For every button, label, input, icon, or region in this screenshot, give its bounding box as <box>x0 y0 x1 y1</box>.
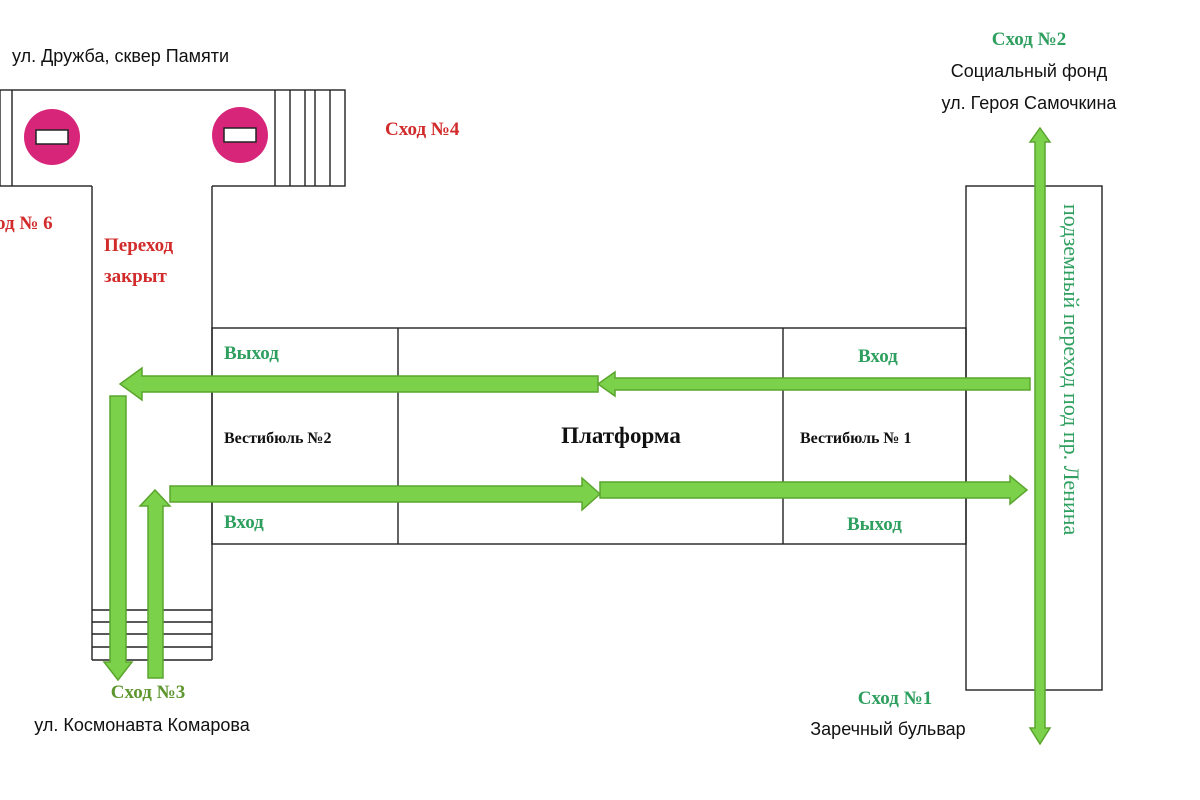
platform-label: Платформа <box>561 423 681 448</box>
exit-arrow-down <box>102 395 134 682</box>
exit-1-street: Заречный бульвар <box>810 719 965 739</box>
top-left-street: ул. Дружба, сквер Памяти <box>12 46 229 66</box>
no-entry-icon <box>212 107 268 163</box>
closed-passage-line2: закрыт <box>104 266 167 287</box>
underpass-label: подземный переход под пр. Ленина <box>1059 204 1084 536</box>
no-entry-icon <box>24 109 80 165</box>
underpass-arrow <box>1028 126 1052 746</box>
vestibule-1-name: Вестибюль № 1 <box>800 430 912 447</box>
vestibule-2-name: Вестибюль №2 <box>224 430 332 447</box>
exit-3-street: ул. Космонавта Комарова <box>34 715 250 735</box>
exit-4-label: Сход №4 <box>385 119 460 140</box>
closed-passage-line1: Переход <box>104 235 174 256</box>
exit-1-label: Сход №1 <box>858 688 932 709</box>
entrance-arrow-platform <box>599 474 1029 506</box>
exit-2-line2: ул. Героя Самочкина <box>942 93 1118 113</box>
exit-3-label: Сход №3 <box>111 682 185 703</box>
exit-arrow-platform <box>596 370 1031 398</box>
exit-6-label: од № 6 <box>0 213 53 234</box>
exit-arrow-vestibule-2 <box>118 366 599 402</box>
vestibule-2-exit-label: Выход <box>224 343 279 364</box>
underpass-structure <box>965 185 1103 691</box>
exit-2-line1: Социальный фонд <box>951 61 1108 81</box>
vestibule-2-entrance-label: Вход <box>224 512 264 533</box>
closed-passage-structure <box>0 89 346 661</box>
entrance-arrow-up <box>138 488 172 679</box>
exit-2-label: Сход №2 <box>992 29 1066 50</box>
vestibule-1-entrance-label: Вход <box>858 346 898 367</box>
vestibule-1-exit-label: Выход <box>847 514 902 535</box>
entrance-arrow-vestibule-2 <box>169 476 602 512</box>
